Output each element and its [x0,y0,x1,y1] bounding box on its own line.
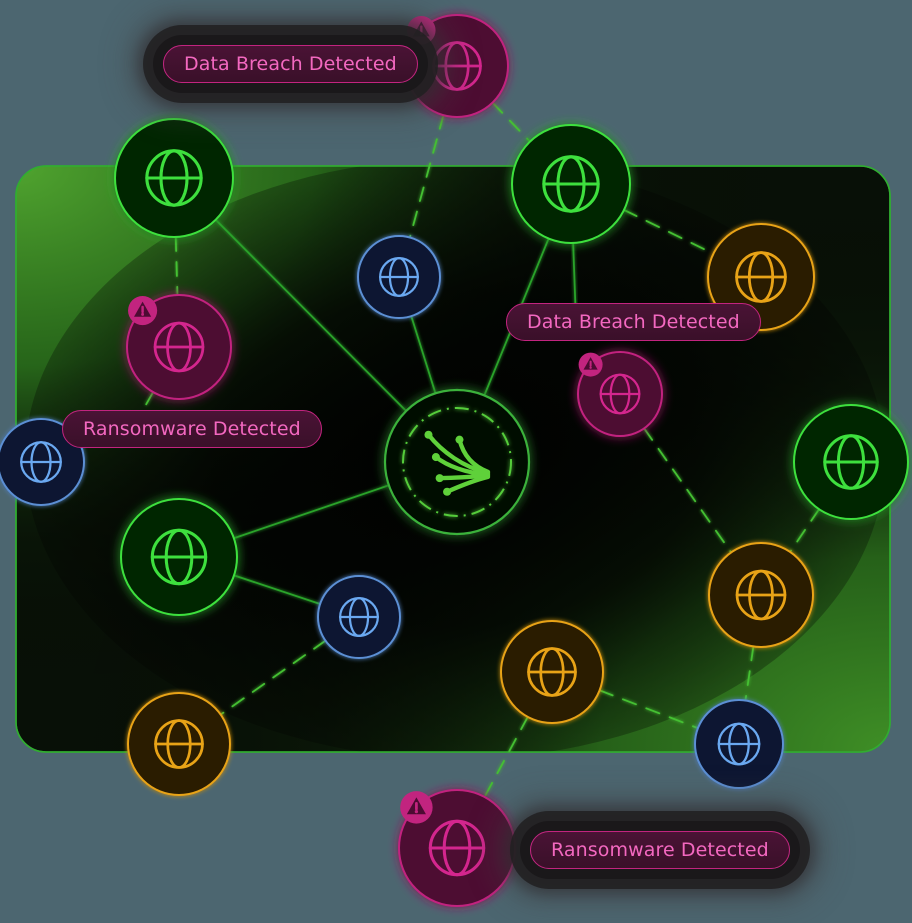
warning-badge-icon[interactable] [407,16,436,45]
node-globe-warning-bottom-left[interactable] [127,692,231,796]
globe-icon [428,819,486,877]
link-node10-to-node12 [233,574,322,605]
node-globe-healthy-far-right[interactable] [793,404,909,520]
globe-icon [339,597,379,637]
globe-icon [153,321,205,373]
link-node3-to-node5 [623,209,715,255]
node-globe-healthy-upper-right[interactable] [511,124,631,244]
alert-label-data-breach-right[interactable]: Data Breach Detected [506,303,761,341]
hub-dashed-ring [402,407,512,517]
link-node13-to-node15 [598,689,699,730]
alert-label-data-breach-top[interactable]: Data Breach Detected [163,45,418,83]
globe-icon [823,434,879,490]
network-hub[interactable] [383,388,531,536]
link-hub-to-node10 [232,484,390,540]
node-globe-critical-center-right[interactable] [577,351,663,437]
node-globe-info-far-left[interactable] [0,418,85,506]
globe-icon [150,528,208,586]
globe-icon [527,647,577,697]
warning-badge-icon[interactable] [400,791,433,824]
link-node2-to-node6 [174,236,179,296]
nodes-layer [0,14,909,907]
node-globe-critical-top[interactable] [405,14,509,118]
globe-icon [735,569,787,621]
link-hub-to-node2 [214,218,408,412]
fiber-strands-icon [424,430,491,496]
globe-icon [599,373,641,415]
globe-icon [432,41,482,91]
alert-label-ransomware-left[interactable]: Ransomware Detected [62,410,322,448]
globe-icon [154,719,204,769]
globe-icon [20,441,62,483]
globe-icon [145,149,203,207]
link-node13-to-node16 [483,715,529,798]
globe-icon [717,722,761,766]
node-globe-healthy-upper-left[interactable] [114,118,234,238]
globe-icon [379,257,419,297]
globe-icon [735,251,787,303]
link-hub-to-node4 [410,315,437,395]
node-globe-critical-bottom[interactable] [398,789,516,907]
warning-badge-icon[interactable] [578,352,603,377]
link-node1-to-node3 [491,101,531,143]
link-node12-to-node14 [219,639,327,716]
node-globe-info-upper-mid[interactable] [357,235,441,319]
node-globe-info-lower-mid[interactable] [317,575,401,659]
globe-icon [542,155,600,213]
alert-label-ransomware-bottom[interactable]: Ransomware Detected [530,831,790,869]
link-node9-to-node11 [789,508,820,553]
link-node7-to-node11 [643,427,733,554]
node-globe-healthy-lower-left[interactable] [120,498,238,616]
node-globe-warning-lower-right[interactable] [708,542,814,648]
node-globe-critical-left[interactable] [126,294,232,400]
link-node1-to-node4 [408,114,445,239]
warning-badge-icon[interactable] [128,296,158,326]
link-node11-to-node15 [744,645,755,702]
node-globe-warning-center-bottom[interactable] [500,620,604,724]
node-globe-info-bottom-right[interactable] [694,699,784,789]
